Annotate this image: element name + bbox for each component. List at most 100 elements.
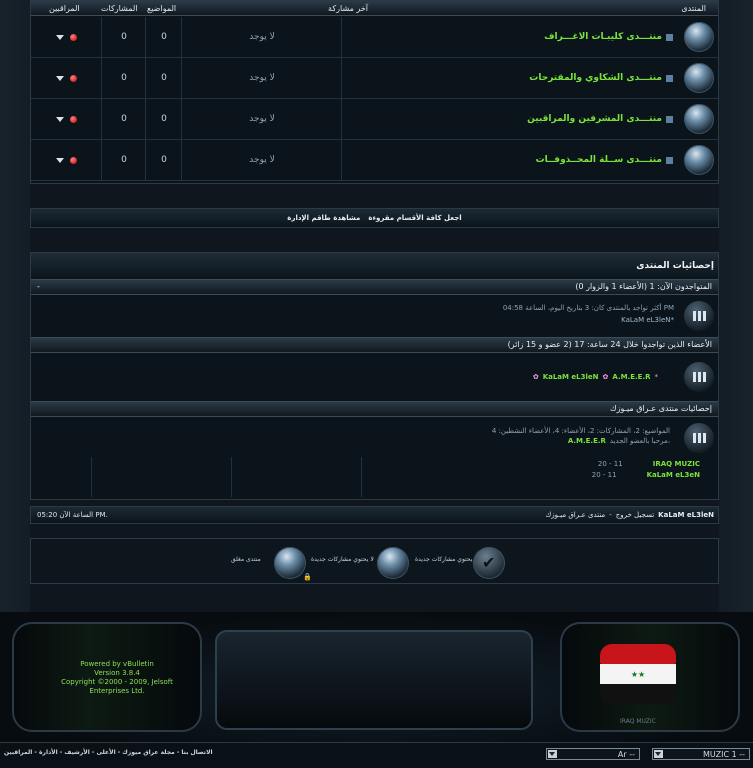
chevron-down-icon[interactable] <box>55 75 64 81</box>
threads-count: 0 <box>145 140 182 180</box>
member-suffix: * <box>654 373 659 381</box>
legend-no-new-posts: لا يحتوي مشاركات جديدة <box>311 556 374 563</box>
col-moderators: المراقبين <box>49 3 80 13</box>
footer-links[interactable]: الاتصال بنا - مجلة عراق ميوزك - الأعلى -… <box>4 749 213 756</box>
posts-count: 0 <box>101 140 146 180</box>
moderators-menu[interactable] <box>31 17 101 57</box>
forum-row[interactable]: منتـــدى الشكاوي والمقترحات لا يوجد 0 0 <box>31 58 718 99</box>
status-bar: الساعة الآن 05:20 PM. منتدى عـراق ميـوزك… <box>30 506 719 524</box>
style-select[interactable]: MUZIC 1 -- <box>652 748 750 760</box>
iraq-map-logo: ★★ <box>600 644 676 708</box>
last-post: لا يوجد <box>181 58 342 98</box>
collapse-button[interactable]: - <box>37 282 40 291</box>
forum-stats-header: إحصائيات منتدى عـراق ميـوزك <box>31 401 718 417</box>
user-nav: منتدى عـراق ميـوزك - تسجيل خروج KaLaM eL… <box>545 511 714 519</box>
posts-count: 0 <box>101 17 146 57</box>
language-select[interactable]: Ar -- <box>546 748 640 760</box>
posts-count: 0 <box>101 99 146 139</box>
col-threads: المواضيع <box>147 3 177 13</box>
moderator-dot-icon <box>69 156 77 164</box>
logo-caption: IRAQ MUZIC <box>620 718 656 725</box>
birthdays-table: 20 - 11 IRAQ MUZIC 20 - 11 KaLaM eL3eN <box>361 457 710 497</box>
chevron-down-icon[interactable] <box>548 750 557 758</box>
chevron-down-icon[interactable] <box>55 34 64 40</box>
posts-count: 0 <box>101 58 146 98</box>
last24-header: الأعضاء الذين تواجدوا خلال 24 ساعة: 17 (… <box>31 337 718 353</box>
forum-status-icon <box>684 63 714 93</box>
forum-stats-body: المواضيع: 2، المشاركات: 2، الأعضاء: 4، ا… <box>31 417 718 507</box>
footer-left-pod: Powered by vBulletin Version 3.8.4 Copyr… <box>12 622 202 732</box>
mark-read-bar: مشاهدة طاقم الإدارة اجعل كافة الأقسام مق… <box>30 208 719 228</box>
threads-count: 0 <box>145 58 182 98</box>
online-members[interactable]: KaLaM eL3leN* <box>621 316 674 324</box>
new-member-link[interactable]: A.M.E.E.R <box>567 437 606 445</box>
last24-body: ✿ KaLaM eL3leN ✿ A.M.E.E.R * <box>31 353 718 401</box>
moderator-dot-icon <box>69 74 77 82</box>
chevron-down-icon[interactable] <box>55 157 64 163</box>
threads-count: 0 <box>145 17 182 57</box>
stats-line: المواضيع: 2، المشاركات: 2، الأعضاء: 4، ا… <box>491 427 670 435</box>
footer-right-pod: ★★ IRAQ MUZIC <box>560 622 740 732</box>
forum-title-link[interactable]: منتـــدى ســلة المحــذوفــات <box>535 155 662 165</box>
legend-new-posts: يحتوي مشاركات جديدة <box>415 556 473 563</box>
divider <box>91 457 92 497</box>
moderators-menu[interactable] <box>31 58 101 98</box>
footer-center-screen <box>215 630 533 730</box>
threads-count: 0 <box>145 99 182 139</box>
member-star-icon: ✿ <box>532 373 539 381</box>
rss-icon[interactable] <box>666 33 673 41</box>
forum-title-link[interactable]: منتـــدى المشرفين والمراقبين <box>527 114 662 124</box>
moderator-dot-icon <box>69 33 77 41</box>
online-users-icon <box>684 301 714 331</box>
new-posts-icon <box>473 547 505 579</box>
last24-members: ✿ KaLaM eL3leN ✿ A.M.E.E.R * <box>533 373 658 381</box>
member-link[interactable]: A.M.E.E.R <box>612 373 651 381</box>
forum-status-icon <box>684 145 714 175</box>
last-post: لا يوجد <box>181 140 342 180</box>
icon-legend: ✔ يحتوي مشاركات جديدة لا يحتوي مشاركات ج… <box>30 538 719 584</box>
closed-forum-icon <box>274 547 306 579</box>
bottom-bar: الاتصال بنا - مجلة عراق ميوزك - الأعلى -… <box>0 742 753 768</box>
moderator-dot-icon <box>69 115 77 123</box>
online-now-header: المتواجدون الآن: 1 (الأعضاء 1 والزوار 0)… <box>31 279 718 295</box>
forum-status-icon <box>684 104 714 134</box>
forum-status-icon <box>684 22 714 52</box>
forum-title-link[interactable]: منتـــدى الشكاوي والمقترحات <box>529 73 662 83</box>
member-link[interactable]: KaLaM eL3leN <box>542 373 599 381</box>
col-last-post: آخر مشاركة <box>328 3 368 13</box>
online-users-icon <box>684 362 714 392</box>
logout-link[interactable]: تسجيل خروج <box>615 511 655 519</box>
birthday-row: 20 - 11 IRAQ MUZIC <box>597 460 700 468</box>
chevron-down-icon[interactable] <box>654 750 663 758</box>
birthday-row: 20 - 11 KaLaM eL3eN <box>591 471 700 479</box>
lock-icon: 🔒 <box>303 573 312 581</box>
forum-row[interactable]: منتـــدى ســلة المحــذوفــات لا يوجد 0 0 <box>31 140 718 181</box>
forum-row[interactable]: منتـــدى المشرفين والمراقبين لا يوجد 0 0 <box>31 99 718 140</box>
view-admin-link[interactable]: مشاهدة طاقم الإدارة <box>287 214 361 222</box>
no-new-posts-icon <box>377 547 409 579</box>
moderators-menu[interactable] <box>31 140 101 180</box>
forum-table: المنتدى آخر مشاركة المواضيع المشاركات ال… <box>30 0 719 184</box>
new-member-line: A.M.E.E.R مرحبا بالعضو الجديد، <box>567 437 670 445</box>
last-post: لا يوجد <box>181 17 342 57</box>
stats-title: إحصائيات المنتدى <box>31 253 718 279</box>
col-posts: المشاركات <box>101 3 138 13</box>
legend-closed: منتدى مغلق <box>231 556 261 563</box>
member-star-icon: ✿ <box>602 373 609 381</box>
chevron-down-icon[interactable] <box>55 116 64 122</box>
forum-name-link[interactable]: منتدى عـراق ميـوزك <box>545 511 606 519</box>
moderators-menu[interactable] <box>31 99 101 139</box>
forum-stats-panel: إحصائيات المنتدى المتواجدون الآن: 1 (الأ… <box>30 252 719 500</box>
rss-icon[interactable] <box>666 115 673 123</box>
forum-row[interactable]: منتـــدى كليبـات الاغـــراف لا يوجد 0 0 <box>31 17 718 58</box>
online-now-body: أكثر تواجد بالمنتدى كان: 3 بتاريخ اليوم،… <box>31 295 718 337</box>
footer-skin: Powered by vBulletin Version 3.8.4 Copyr… <box>0 612 753 742</box>
divider <box>231 457 232 497</box>
username-link[interactable]: KaLaM eL3leN <box>658 511 714 519</box>
forum-title-link[interactable]: منتـــدى كليبـات الاغـــراف <box>544 32 662 42</box>
rss-icon[interactable] <box>666 74 673 82</box>
server-time: الساعة الآن 05:20 PM. <box>37 511 108 519</box>
rss-icon[interactable] <box>666 156 673 164</box>
mark-read-link[interactable]: اجعل كافة الأقسام مقروءة <box>368 214 462 222</box>
forum-table-header: المنتدى آخر مشاركة المواضيع المشاركات ال… <box>31 1 718 16</box>
